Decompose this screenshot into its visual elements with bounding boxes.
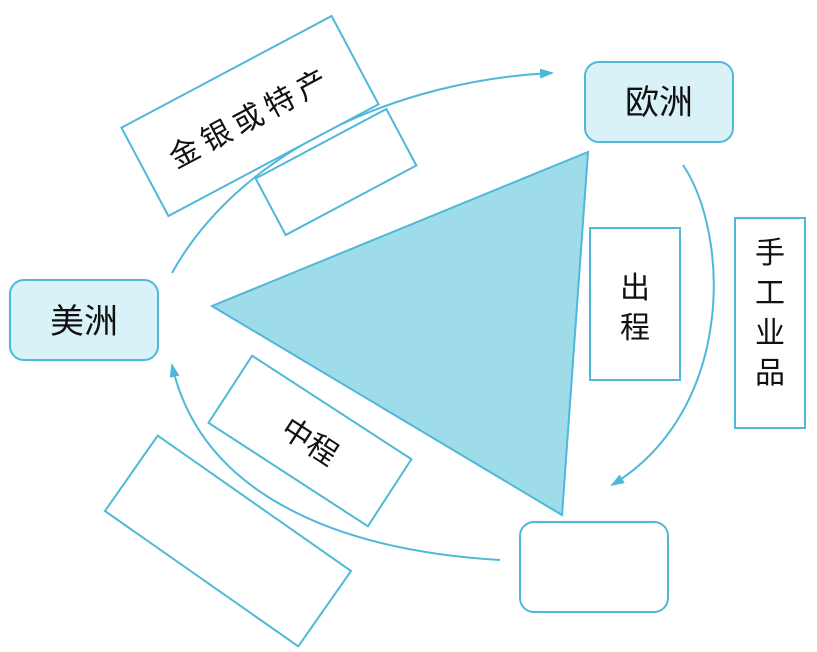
node-america: 美洲 [9, 279, 159, 361]
node-europe-label: 欧洲 [625, 83, 693, 123]
label-manufactures: 手工业品 [755, 236, 785, 391]
label-box-middle: 中程 [207, 354, 413, 528]
node-africa [519, 521, 669, 613]
label-box-manufactures: 手工业品 [734, 217, 806, 429]
arrow-europe-to-africa [610, 164, 715, 487]
label-box-blank-1 [254, 107, 418, 237]
node-america-label: 美洲 [50, 302, 118, 342]
arrow-africa-to-america [169, 363, 501, 561]
label-box-blank-2 [103, 434, 353, 648]
trade-triangle [209, 150, 590, 517]
node-europe: 欧洲 [584, 61, 734, 143]
label-outbound: 出程 [620, 271, 650, 346]
label-box-outbound: 出程 [589, 227, 681, 381]
